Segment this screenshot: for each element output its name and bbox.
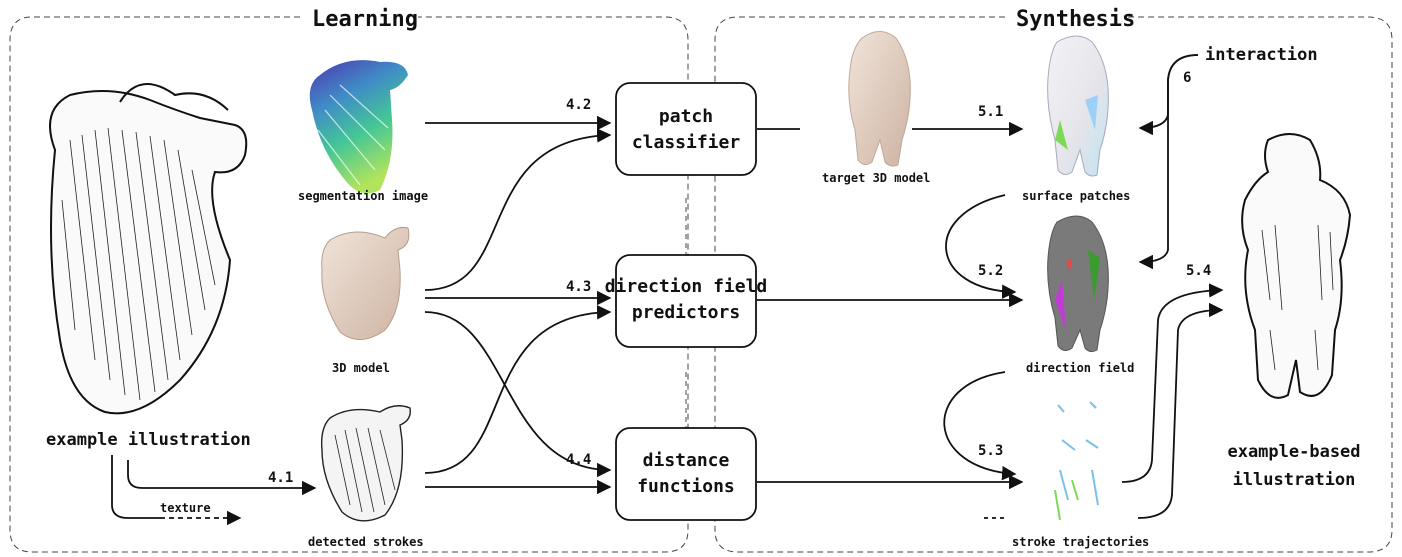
step-4-1: 4.1 [268,470,293,486]
step-6: 6 [1183,70,1191,86]
synthesis-edges: 5.1 5.2 5.3 5.4 6 interaction [757,45,1318,519]
stroke-trajectories-image: stroke trajectories [1012,401,1149,549]
interaction-label: interaction [1205,45,1318,65]
target-3d-model-label: target 3D model [822,171,930,185]
detected-strokes-label: detected strokes [308,535,424,549]
patch-classifier-line1: patch [659,106,713,127]
scapula-3d-model: 3D model [321,227,410,375]
step-5-4: 5.4 [1186,263,1211,279]
synthesis-frame: Synthesis [714,7,1393,553]
direction-field-image: direction field [1026,215,1134,375]
step-5-2: 5.2 [978,263,1003,279]
step-4-4: 4.4 [566,452,591,468]
direction-field-label: direction field [1026,361,1134,375]
scapula-illustration: example illustration [46,83,251,450]
patch-classifier-box: patch classifier [615,82,757,176]
texture-label: texture [160,501,211,515]
model-3d-label: 3D model [332,361,390,375]
detected-strokes-image: detected strokes [308,405,424,549]
distance-functions-box: distance functions [615,427,757,521]
synthesis-section-title: Synthesis [1016,7,1135,32]
stroke-trajectories-label: stroke trajectories [1012,535,1149,549]
distance-functions-line2: functions [637,476,735,497]
step-5-3: 5.3 [978,443,1003,459]
step-5-1: 5.1 [978,104,1003,120]
target-3d-model: target 3D model [822,31,930,185]
surface-patches-image: surface patches [1022,35,1130,203]
learning-frame: Learning [9,7,689,553]
direction-field-line2: predictors [632,302,740,323]
segmentation-image: segmentation image [298,60,428,203]
result-label-line2: illustration [1233,470,1356,490]
step-4-3: 4.3 [566,279,591,295]
example-illustration-label: example illustration [46,430,251,450]
distance-functions-line1: distance [643,450,730,471]
segmentation-image-label: segmentation image [298,189,428,203]
result-torso-illustration: example-based illustration [1227,133,1361,490]
step-4-2: 4.2 [566,97,591,113]
patch-classifier-line2: classifier [632,132,741,153]
direction-field-box: direction field predictors [605,254,768,348]
learning-section-title: Learning [312,7,418,32]
direction-field-line1: direction field [605,276,768,297]
learning-edges: 4.2 4.3 4.4 4.1 texture [111,97,612,526]
surface-patches-label: surface patches [1022,189,1130,203]
result-label-line1: example-based [1227,442,1360,462]
